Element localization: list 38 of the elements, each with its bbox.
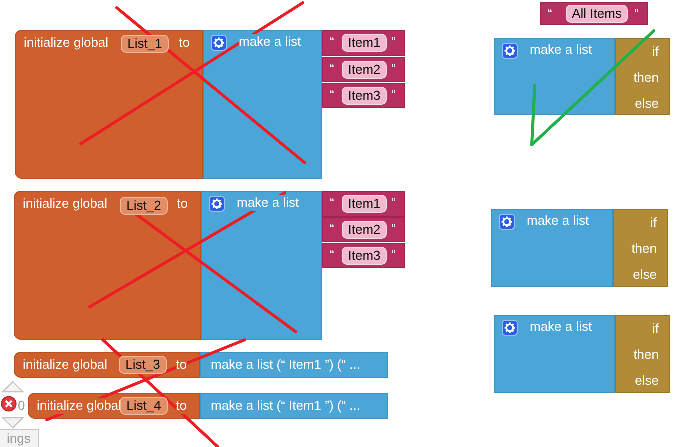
variable-name-field: List_1 bbox=[121, 35, 169, 53]
block-label: initialize global bbox=[23, 196, 108, 212]
text-value-field: Item3 bbox=[342, 247, 387, 265]
text-string-block bbox=[322, 57, 405, 82]
if-then-else-block bbox=[613, 209, 668, 287]
text-string-block bbox=[540, 2, 648, 25]
text-value-field: Item2 bbox=[342, 221, 387, 239]
block-label: initialize global bbox=[24, 35, 109, 51]
text-value-field: Item3 bbox=[342, 87, 387, 105]
block-label: make a list bbox=[237, 195, 300, 211]
variable-name-field: List_3 bbox=[119, 356, 167, 374]
text-string-block bbox=[322, 83, 405, 108]
text-value-field: Item1 bbox=[342, 34, 387, 52]
text-string-block bbox=[322, 30, 405, 56]
text-string-block bbox=[322, 217, 405, 242]
text-value-field: Item2 bbox=[342, 61, 387, 79]
if-then-else-block bbox=[615, 315, 670, 393]
block-label: initialize global bbox=[23, 357, 108, 373]
text-value-field: All Items bbox=[566, 5, 628, 23]
initialize-global-block bbox=[14, 352, 200, 378]
collapsed-block: make a list (“ Item1 ”) (“ ... bbox=[200, 393, 388, 419]
text-value-field: Item1 bbox=[342, 195, 387, 213]
make-a-list-block bbox=[494, 38, 615, 115]
make-a-list-block bbox=[494, 315, 615, 393]
variable-name-field: List_2 bbox=[120, 197, 168, 215]
toggle-button: ings bbox=[0, 429, 39, 447]
if-then-else-block bbox=[615, 38, 670, 115]
block-label: initialize global bbox=[37, 398, 122, 414]
text-string-block bbox=[322, 243, 405, 268]
make-a-list-block bbox=[203, 30, 322, 179]
initialize-global-block bbox=[28, 393, 200, 419]
text-string-block bbox=[322, 191, 405, 217]
make-a-list-block bbox=[201, 191, 322, 340]
initialize-global-block bbox=[14, 191, 201, 340]
initialize-global-block bbox=[15, 30, 203, 179]
variable-name-field: List_4 bbox=[120, 397, 168, 415]
make-a-list-block bbox=[491, 209, 613, 287]
collapsed-block: make a list (“ Item1 ”) (“ ... bbox=[200, 352, 388, 378]
